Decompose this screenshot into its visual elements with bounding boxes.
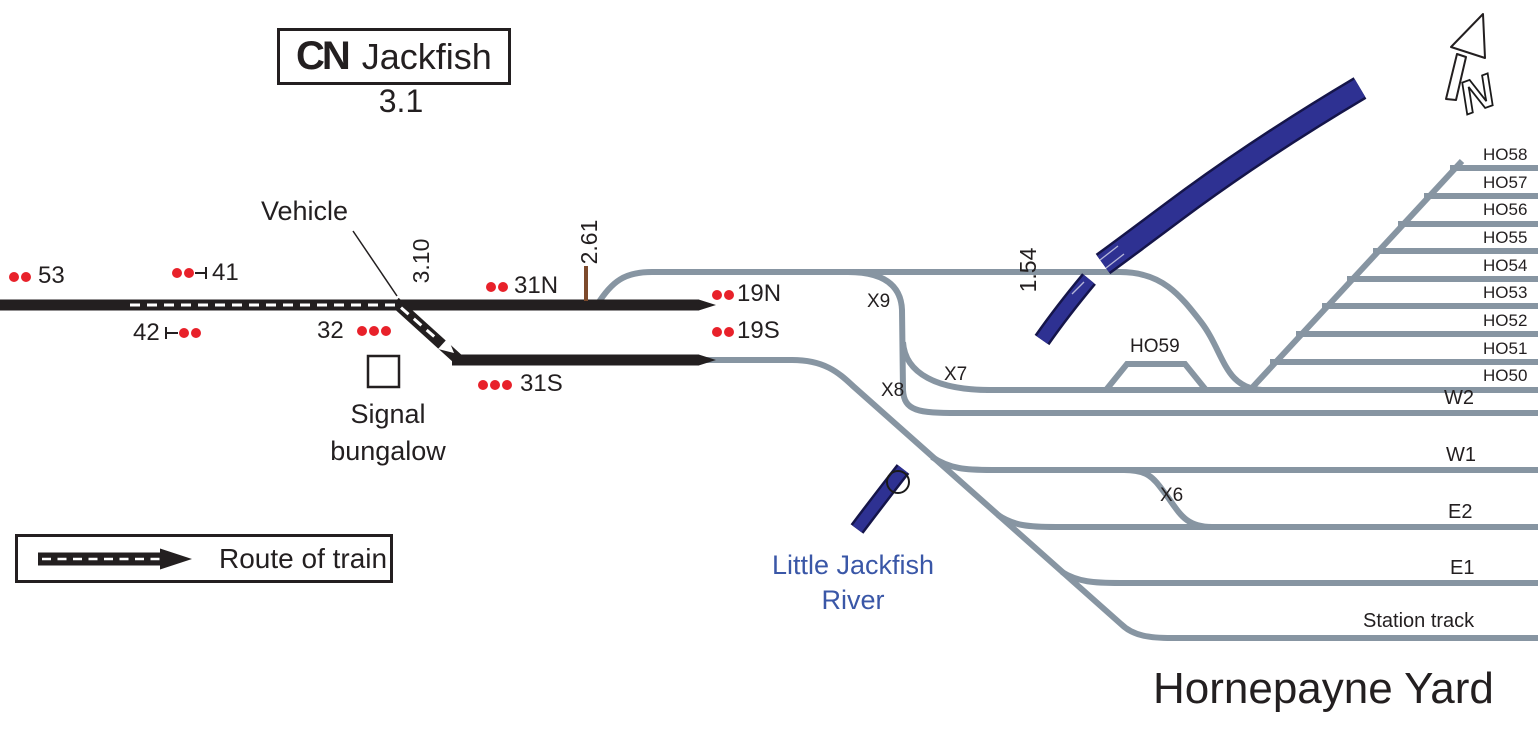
signal-41-label: 41	[212, 259, 239, 286]
station-name: Jackfish	[361, 35, 492, 77]
signal-31n-label: 31N	[514, 272, 559, 299]
track-label-ho55: HO55	[1483, 228, 1528, 247]
north-arrow-head	[1450, 13, 1486, 59]
x7-branch	[900, 341, 991, 393]
north-arrow-shaft	[1445, 53, 1467, 101]
signal-bungalow-symbol	[366, 354, 401, 389]
north-arrow: N	[1445, 13, 1503, 125]
track-label-e1: E1	[1450, 557, 1475, 579]
bungalow-label-line1: Signal	[350, 398, 426, 429]
river-texture	[1099, 245, 1119, 261]
signal-32-label: 32	[317, 317, 344, 344]
legend-box: Route of train	[15, 534, 393, 583]
river-texture	[1071, 281, 1085, 295]
river-upper	[1097, 79, 1366, 273]
switch-x6-label: X6	[1160, 485, 1184, 506]
yard-tracks	[594, 158, 1538, 641]
signal-32-heads	[357, 326, 391, 336]
signal-41-heads	[172, 267, 207, 279]
south-yard-lead	[690, 357, 1538, 641]
river-mid	[1036, 274, 1094, 344]
track-label-w1: W1	[1446, 444, 1476, 466]
vehicle-pointer-line	[352, 230, 398, 297]
track-label-ho50: HO50	[1483, 366, 1528, 385]
switch-x7-label: X7	[944, 364, 968, 385]
route-arrowhead	[438, 338, 454, 353]
main-track-north-tip	[699, 299, 716, 311]
culvert-circle	[886, 470, 910, 494]
track-e2	[996, 512, 1538, 530]
river-name-line2: River	[821, 584, 885, 615]
signal-31s-heads	[478, 380, 512, 390]
signal-19n-label: 19N	[737, 280, 782, 307]
signal-42-heads	[165, 327, 201, 339]
route-dashes	[130, 303, 438, 341]
track-label-ho52: HO52	[1483, 311, 1528, 330]
track-label-ho51: HO51	[1483, 339, 1528, 358]
yard-title: Hornepayne Yard	[1153, 664, 1494, 713]
signal-53-label: 53	[38, 262, 65, 289]
signal-42-label: 42	[133, 319, 160, 346]
yard-ladder	[1247, 158, 1465, 393]
signal-31n-heads	[486, 282, 508, 292]
little-jackfish-river	[850, 77, 1367, 534]
milepost-2-61: 2.61	[575, 219, 602, 265]
route-of-train-overlay	[130, 303, 454, 353]
track-label-ho56: HO56	[1483, 200, 1528, 219]
track-label-station-track: Station track	[1363, 610, 1475, 632]
track-label-e2: E2	[1448, 501, 1473, 523]
river-name-line1: Little Jackfish	[771, 549, 935, 580]
milepost-3-10: 3.10	[407, 238, 434, 284]
switch-x9-label: X9	[867, 291, 891, 312]
signal-31s-label: 31S	[520, 370, 563, 397]
north-main-lead	[594, 269, 1263, 393]
station-header-box: CN Jackfish	[277, 28, 511, 85]
vehicle-label: Vehicle	[261, 196, 349, 226]
track-label-ho57: HO57	[1483, 173, 1528, 192]
signal-19s-label: 19S	[737, 317, 780, 344]
track-w1	[930, 454, 1538, 473]
track-label-ho58: HO58	[1483, 145, 1528, 164]
route-of-train-symbol	[38, 548, 192, 569]
legend-label: Route of train	[219, 542, 388, 574]
north-label: N	[1452, 64, 1502, 124]
siding-track-south-tip	[699, 354, 716, 366]
track-label-w2: W2	[1444, 387, 1474, 409]
bungalow-label-line2: bungalow	[330, 435, 446, 466]
cn-logo: CN	[296, 34, 351, 78]
signal-53-heads	[9, 272, 31, 282]
signals	[9, 267, 734, 390]
track-label-ho59: HO59	[1130, 336, 1180, 357]
track-ho59-loop	[1103, 361, 1209, 392]
x6-crossover	[1123, 467, 1213, 530]
station-milepost: 3.1	[378, 83, 424, 120]
signal-19s-heads	[712, 327, 734, 337]
river-lower	[852, 465, 908, 533]
track-label-ho54: HO54	[1483, 256, 1528, 275]
track-label-ho53: HO53	[1483, 283, 1528, 302]
track-e1	[1060, 569, 1538, 586]
milepost-1-54: 1.54	[1014, 247, 1041, 293]
signal-19n-heads	[712, 290, 734, 300]
river-texture	[1105, 253, 1125, 269]
switch-x8-label: X8	[881, 380, 905, 401]
